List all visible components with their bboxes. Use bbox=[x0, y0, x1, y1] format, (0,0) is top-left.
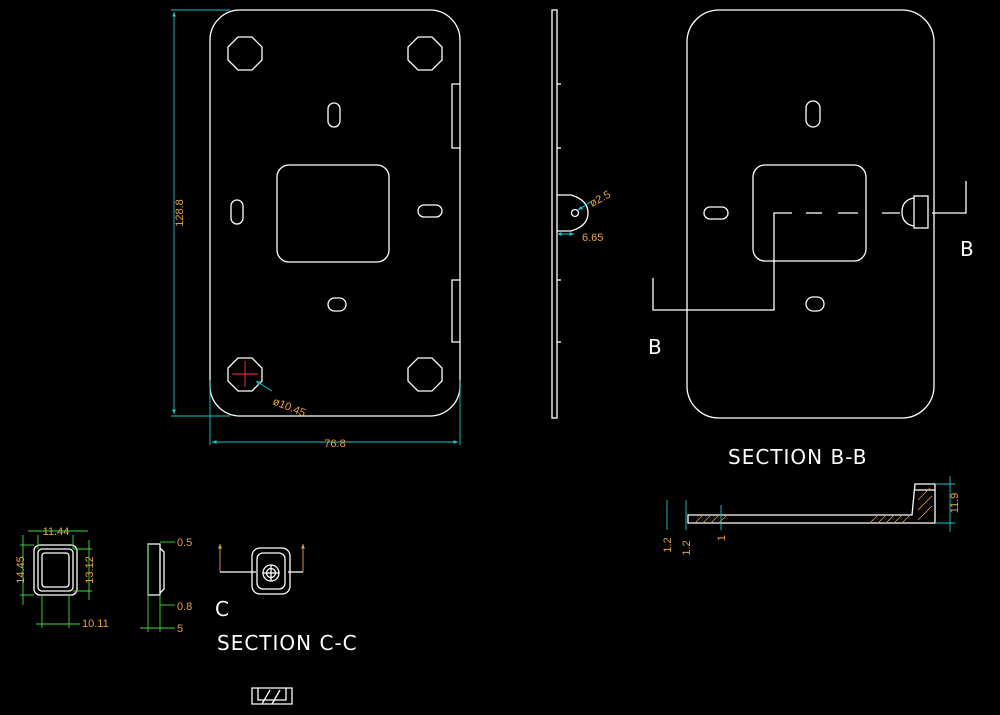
side-hole-leader bbox=[577, 200, 593, 211]
lower-offset-text: 0.8 bbox=[177, 601, 192, 613]
section-c-profile bbox=[251, 687, 293, 705]
section-c-profile-body bbox=[251, 687, 293, 705]
detail-c-section-marker: C SECTION C-C bbox=[215, 544, 358, 655]
hatch-line bbox=[718, 514, 728, 524]
detail-c-inner bbox=[41, 552, 70, 588]
bottom-width-text: 10.11 bbox=[82, 618, 109, 630]
thickness-b-text: 1.2 bbox=[681, 540, 693, 555]
section-c-profile-hatch bbox=[261, 689, 271, 705]
section-c-outer bbox=[251, 547, 291, 595]
plate-outline bbox=[209, 9, 461, 417]
detail-c-front: 11.44 14.45 13.12 10.11 bbox=[15, 526, 109, 630]
section-b-slot-left bbox=[703, 206, 729, 220]
hatch-line bbox=[877, 514, 887, 524]
depth-text: 5 bbox=[177, 623, 183, 635]
section-b-window bbox=[752, 164, 867, 262]
width-dim-text: 76.8 bbox=[324, 438, 345, 450]
flange-height-text: 11.9 bbox=[949, 493, 961, 514]
section-b-profile: 11.9 1.2 1.2 1 bbox=[662, 476, 961, 556]
side-tab bbox=[557, 194, 589, 232]
corner-hole-tl bbox=[227, 36, 263, 71]
corner-hole-tr bbox=[407, 36, 443, 71]
profile-hatch bbox=[694, 487, 933, 524]
hatch-line bbox=[869, 514, 879, 524]
section-c-title: SECTION C-C bbox=[217, 631, 358, 655]
hatch-line bbox=[917, 495, 933, 511]
slot-top bbox=[327, 102, 341, 128]
hatch-line bbox=[710, 514, 720, 524]
corner-hole-bl bbox=[227, 357, 263, 392]
hatch-line bbox=[694, 514, 704, 524]
thickness-c-text: 1 bbox=[716, 535, 728, 541]
side-notch-top bbox=[451, 83, 460, 149]
thickness-a-text: 1.2 bbox=[662, 537, 674, 552]
top-offset-text: 0.5 bbox=[177, 537, 192, 549]
hatch-line bbox=[917, 505, 933, 521]
side-hole-dim-text: ø2.5 bbox=[588, 189, 613, 210]
section-marker-right: B bbox=[960, 237, 975, 261]
section-b-view: B B SECTION B-B bbox=[648, 9, 975, 469]
slot-right bbox=[417, 204, 443, 218]
corner-hole-br bbox=[407, 357, 443, 392]
section-cut-line-right bbox=[932, 181, 967, 214]
section-cut-line-left bbox=[652, 212, 792, 311]
section-marker-left: B bbox=[648, 335, 663, 359]
side-plate bbox=[551, 9, 558, 419]
outer-height-text: 14.45 bbox=[15, 556, 27, 584]
side-view: ø2.5 6.65 bbox=[551, 9, 613, 419]
section-c-profile-inner bbox=[257, 688, 287, 701]
side-offset-text: 6.65 bbox=[582, 232, 603, 244]
top-width-text: 11.44 bbox=[43, 526, 70, 538]
section-c-profile-hatch bbox=[271, 689, 281, 705]
side-notch-bottom bbox=[451, 279, 460, 343]
hatch-line bbox=[893, 514, 903, 524]
height-dim-text: 128.8 bbox=[174, 199, 186, 227]
detail-c-mid bbox=[37, 548, 74, 592]
section-b-tab-block bbox=[913, 195, 929, 229]
detail-side-body bbox=[147, 543, 161, 596]
detail-c-side: 0.5 0.8 5 bbox=[140, 537, 192, 635]
slot-left bbox=[230, 199, 244, 225]
section-b-title: SECTION B-B bbox=[728, 445, 867, 469]
plan-view: 128.8 76.8 ø10.45 bbox=[171, 9, 461, 450]
detail-c-outer bbox=[33, 544, 78, 596]
section-c-marker: C bbox=[215, 597, 230, 621]
section-b-slot-top bbox=[805, 100, 821, 128]
hatch-line bbox=[901, 514, 911, 524]
hatch-line bbox=[702, 514, 712, 524]
section-b-outline bbox=[686, 9, 935, 419]
center-window bbox=[276, 164, 390, 263]
inner-height-text: 13.12 bbox=[84, 556, 96, 584]
hatch-line bbox=[885, 514, 895, 524]
section-b-slot-bottom bbox=[805, 296, 825, 312]
hole-leader bbox=[255, 380, 273, 392]
section-b-tab bbox=[901, 197, 915, 227]
slot-bottom bbox=[327, 297, 347, 312]
detail-side-lip bbox=[159, 547, 165, 594]
hatch-line bbox=[917, 487, 931, 501]
section-c-inner bbox=[256, 552, 286, 590]
side-tab-hole bbox=[570, 208, 580, 218]
